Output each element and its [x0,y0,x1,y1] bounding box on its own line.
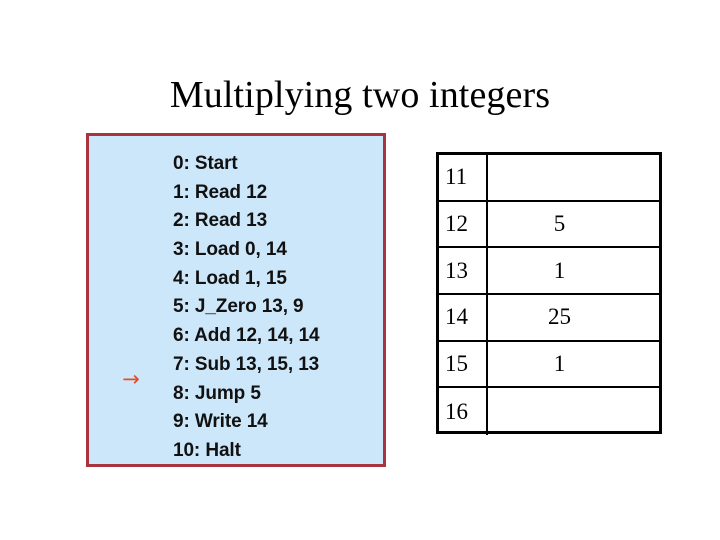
program-line: 1: Read 12 [173,181,268,203]
table-row: 14 25 [439,294,659,342]
table-row: 11 [439,155,659,202]
program-line: 7: Sub 13, 15, 13 [173,353,320,375]
program-counter-arrow-icon: → [122,367,140,391]
program-line: 5: J_Zero 13, 9 [173,296,304,318]
memory-address: 12 [439,201,488,247]
program-line: 8: Jump 5 [173,382,261,404]
memory-address: 13 [439,248,488,293]
memory-value: 1 [553,350,566,376]
memory-address: 16 [439,388,488,435]
program-line: 10: Halt [173,439,241,461]
program-listing: 0: Start 1: Read 12 2: Read 13 3: Load 0… [173,150,389,466]
table-row: 12 5 [439,201,659,249]
program-line: 2: Read 13 [173,210,268,232]
memory-value [488,388,659,435]
table-row: 15 1 [439,341,659,389]
page-title: Multiplying two integers [169,74,551,116]
program-line: 3: Load 0, 14 [173,239,287,261]
memory-value: 5 [553,210,566,236]
memory-address: 11 [439,155,488,200]
table-row: 13 1 [439,248,659,295]
memory-address: 15 [439,341,488,387]
table-row: 16 [439,388,659,435]
program-line: 0: Start [173,153,238,174]
program-line: 9: Write 14 [173,411,268,433]
program-listing-panel: → 0: Start 1: Read 12 2: Read 13 3: Load… [86,133,386,467]
memory-value: 1 [553,257,566,283]
memory-value: 25 [548,304,571,330]
memory-table: 11 12 5 13 1 14 25 15 1 16 [436,152,662,435]
memory-value [488,155,659,200]
program-line: 6: Add 12, 14, 14 [173,325,320,347]
program-line: 4: Load 1, 15 [173,267,287,289]
memory-address: 14 [439,294,488,340]
